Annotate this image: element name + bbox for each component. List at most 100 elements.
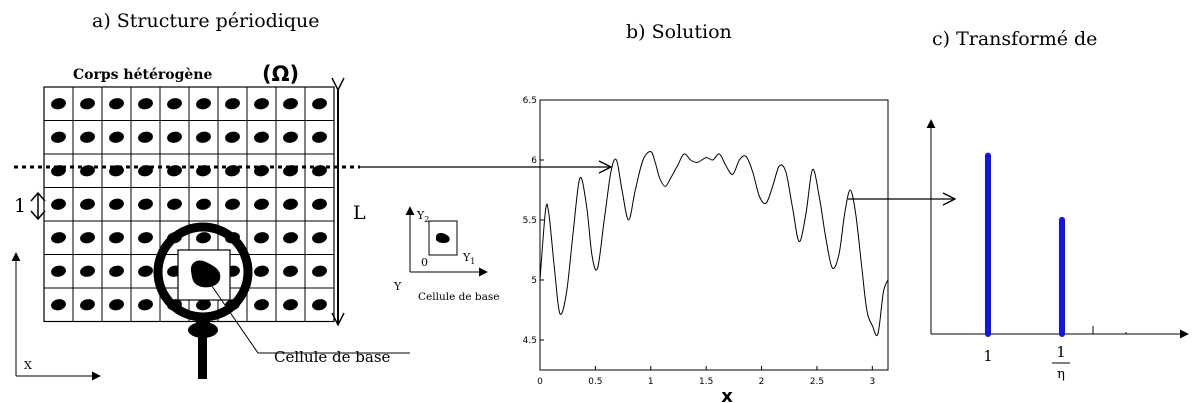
spectrum-bars [985,152,1065,337]
x-tick-label: 1 [648,377,654,387]
inclusion [167,131,182,143]
magnified-inclusion [190,260,221,288]
inclusion [109,265,124,277]
panel-b: b) Solution 4.5 5 5.5 6 6.5 0 0.5 1 1.5 2 2.5 3 x [523,21,889,403]
solution-series-line [539,151,889,337]
inclusion [80,131,95,143]
inset-y1-label: Y1 [462,251,475,266]
inclusion [138,198,153,210]
panel-a: a) Structure périodique Corps hétérogène… [11,10,410,381]
inclusion [283,299,298,311]
inclusion [283,131,298,143]
inset-origin-label: 0 [421,256,428,269]
inclusion [196,232,211,244]
inclusion [51,131,66,143]
solution-plot-frame [539,99,889,371]
inclusion [283,265,298,277]
inclusion [283,232,298,244]
inclusion [138,299,153,311]
solution-plot: 4.5 5 5.5 6 6.5 0 0.5 1 1.5 2 2.5 3 [523,96,889,387]
inclusion [254,265,269,277]
inclusion [312,131,327,143]
inclusion [225,131,240,143]
peak2-label-den: η [1057,367,1065,382]
body-label: Corps hétérogène [73,67,212,83]
inclusion [167,165,182,177]
inclusion [109,131,124,143]
inset-inclusion [436,233,450,244]
cell-size-arrow-top [30,191,46,202]
inclusion [80,232,95,244]
panel-b-xlabel: x [721,386,733,403]
inclusion [283,198,298,210]
inclusion [80,198,95,210]
inclusion [138,265,153,277]
inclusion [312,165,327,177]
inclusion [312,198,327,210]
callout-line [204,275,259,354]
panel-c: c) Transformé de 1 1 η [926,28,1189,382]
x-tick-label: 0.5 [588,377,602,387]
inclusion [51,98,66,110]
inclusion [80,98,95,110]
inclusion [51,265,66,277]
panel-c-title: c) Transformé de [932,28,1097,50]
inclusion [51,232,66,244]
axis-x-label: X [24,359,32,372]
inclusion [312,265,327,277]
inclusion [51,299,66,311]
inclusion [312,232,327,244]
inclusion [109,98,124,110]
magnifier-handle-neck [196,317,210,326]
inset-y-label: Y [393,280,402,293]
x-tick-label: 1.5 [699,377,713,387]
magnifier-callout: Cellule de base [274,348,391,366]
y-tick-label: 4.5 [523,336,537,346]
inclusion [283,98,298,110]
inclusion [254,198,269,210]
inclusion [109,299,124,311]
inclusion [254,299,269,311]
peak2-label-num: 1 [1056,343,1066,361]
inclusion [196,198,211,210]
inclusion [80,299,95,311]
length-label: L [353,202,366,224]
y-tick-label: 6.5 [523,96,537,106]
x-tick-label: 0 [537,377,543,387]
inclusion [254,232,269,244]
inclusion [254,131,269,143]
x-tick-label: 3 [869,377,875,387]
inset-caption: Cellule de base [418,291,500,303]
omega-label: (Ω) [262,62,299,86]
inclusion [109,232,124,244]
cell-size-label: 1 [14,195,26,217]
inclusion [138,165,153,177]
inset-y2-label: Y2 [416,209,429,224]
inclusion [196,131,211,143]
peak1-label: 1 [983,347,993,365]
inclusion [225,198,240,210]
inclusion [80,165,95,177]
x-tick-label: 2.5 [810,377,824,387]
panel-a-title: a) Structure périodique [92,10,320,32]
inset-cell: Y2 Y1 0 Y Cellule de base [393,206,500,303]
panel-b-title: b) Solution [626,21,732,43]
y-tick-label: 5 [531,276,537,286]
inclusion [138,98,153,110]
inclusion [138,131,153,143]
inclusion [312,98,327,110]
magnifier-handle [198,334,207,379]
inclusion [254,98,269,110]
inclusion [167,198,182,210]
x-tick-label: 2 [759,377,765,387]
y-tick-label: 5.5 [523,216,537,226]
cell-size-arrow-bottom [30,210,46,221]
inclusion [109,198,124,210]
inclusion [51,198,66,210]
inclusion [225,98,240,110]
inclusion [225,165,240,177]
inclusion [80,265,95,277]
inclusion [167,98,182,110]
y-tick-label: 6 [531,156,537,166]
inclusion [138,232,153,244]
